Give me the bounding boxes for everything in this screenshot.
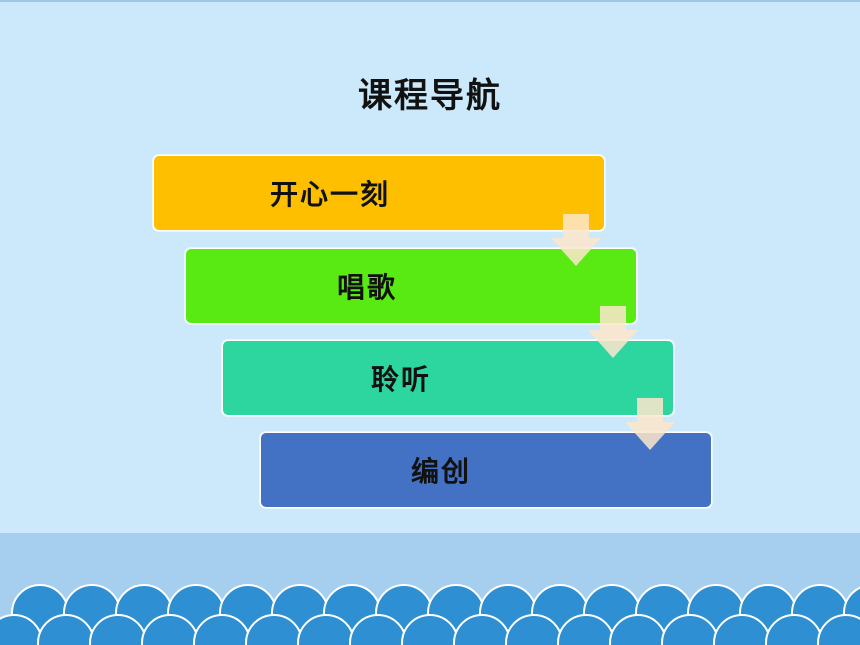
step-label-3: 聆听 [371, 363, 432, 396]
step-box-1[interactable]: 开心一刻 [153, 155, 605, 231]
down-arrow-icon [551, 214, 601, 266]
top-border [0, 0, 860, 2]
wave-decoration [0, 584, 860, 645]
step-label-4: 编创 [411, 455, 472, 488]
down-arrow-icon [625, 398, 675, 450]
step-box-3[interactable]: 聆听 [222, 340, 674, 416]
down-arrow-icon [588, 306, 638, 358]
step-box-2[interactable]: 唱歌 [185, 248, 637, 324]
step-label-1: 开心一刻 [270, 178, 391, 211]
slide-title: 课程导航 [358, 76, 502, 116]
wave-arc [817, 614, 860, 645]
step-box-4[interactable]: 编创 [260, 432, 712, 508]
step-label-2: 唱歌 [337, 271, 398, 304]
